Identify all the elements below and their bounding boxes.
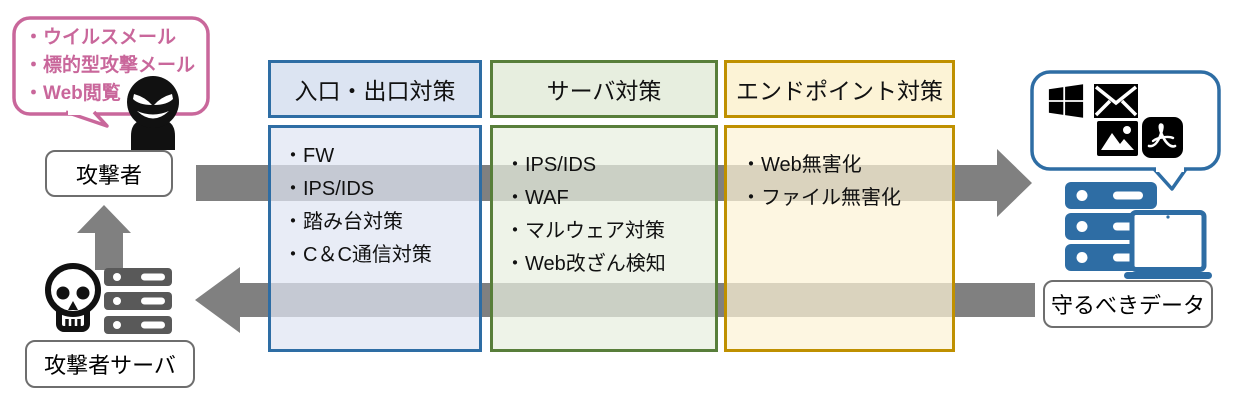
- countermeasure-item: ・FW: [283, 145, 335, 167]
- pdf-icon: [1142, 117, 1183, 158]
- mail-icon: [1094, 84, 1138, 118]
- attacker-label-text: 攻撃者: [75, 162, 142, 188]
- column-title: サーバ対策: [546, 78, 662, 104]
- attacker-server-label-text: 攻撃者サーバ: [44, 353, 176, 378]
- server-up-arrow: [77, 205, 131, 270]
- attacker-server-label: 攻撃者サーバ: [25, 340, 195, 388]
- countermeasure-item: ・WAF: [505, 187, 569, 209]
- attacker-icon: [127, 76, 179, 150]
- countermeasure-item: ・Web無害化: [741, 154, 862, 176]
- attacker-server-icon: [104, 268, 172, 334]
- countermeasure-item: ・踏み台対策: [283, 211, 403, 233]
- image-icon: [1097, 121, 1138, 156]
- column-entry-exit-body: ・FW ・IPS/IDS ・踏み台対策 ・C＆C通信対策: [268, 125, 482, 352]
- attack-method-item: ・Web閲覧: [24, 83, 121, 104]
- column-title: エンドポイント対策: [736, 78, 943, 104]
- countermeasure-item: ・IPS/IDS: [505, 154, 597, 176]
- countermeasure-item: ・IPS/IDS: [283, 178, 375, 200]
- attack-method-item: ・標的型攻撃メール: [24, 55, 196, 76]
- column-endpoint-header: エンドポイント対策: [724, 60, 955, 118]
- column-endpoint-body: ・Web無害化 ・ファイル無害化: [724, 125, 955, 352]
- attacker-label: 攻撃者: [45, 150, 173, 197]
- protected-data-label-text: 守るべきデータ: [1050, 293, 1205, 318]
- windows-icon: [1048, 84, 1084, 118]
- column-server-header: サーバ対策: [490, 60, 718, 118]
- laptop-icon: [1124, 210, 1212, 279]
- countermeasure-item: ・C＆C通信対策: [283, 244, 432, 266]
- countermeasure-item: ・Web改ざん検知: [505, 253, 666, 275]
- column-server-body: ・IPS/IDS ・WAF ・マルウェア対策 ・Web改ざん検知: [490, 125, 718, 352]
- skull-icon: [45, 263, 101, 332]
- attack-method-item: ・ウイルスメール: [24, 27, 177, 48]
- column-entry-exit-header: 入口・出口対策: [268, 60, 482, 118]
- countermeasure-item: ・ファイル無害化: [741, 187, 901, 209]
- protected-data-label: 守るべきデータ: [1043, 280, 1213, 328]
- column-title: 入口・出口対策: [294, 78, 456, 104]
- attack-methods-list: ・ウイルスメール ・標的型攻撃メール ・Web閲覧: [24, 24, 204, 108]
- countermeasure-item: ・マルウェア対策: [505, 220, 665, 242]
